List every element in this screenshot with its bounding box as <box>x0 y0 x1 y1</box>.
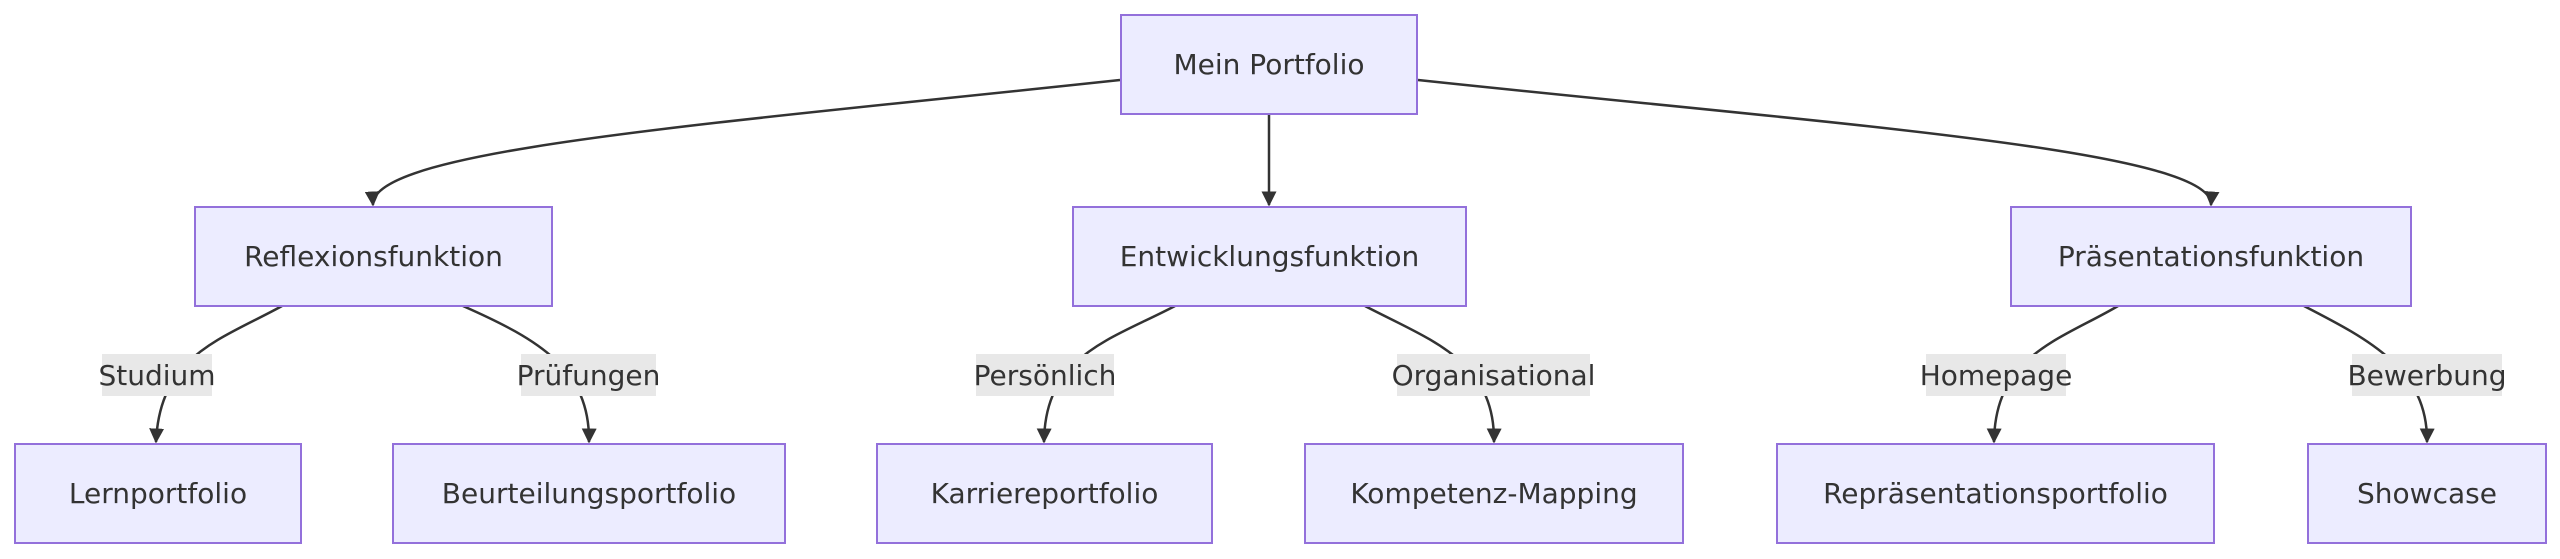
node-entwicklungsfunktion[interactable]: Entwicklungsfunktion <box>1072 206 1467 307</box>
node-lernportfolio[interactable]: Lernportfolio <box>14 443 302 544</box>
edge-root-reflexion <box>364 78 1121 207</box>
node-label: Showcase <box>2357 477 2497 510</box>
node-label: Reflexionsfunktion <box>244 240 503 273</box>
node-mein-portfolio[interactable]: Mein Portfolio <box>1120 14 1418 115</box>
node-label: Repräsentationsportfolio <box>1823 477 2168 510</box>
edge-label-organisational: Organisational <box>1392 354 1595 396</box>
node-label: Lernportfolio <box>68 477 248 510</box>
node-label: Entwicklungsfunktion <box>1119 240 1420 273</box>
edge-label-homepage: Homepage <box>1920 354 2072 396</box>
node-showcase[interactable]: Showcase <box>2307 443 2547 544</box>
node-label: Beurteilungsportfolio <box>441 477 737 510</box>
node-karriereportfolio[interactable]: Karriereportfolio <box>876 443 1213 544</box>
node-label: Karriereportfolio <box>930 477 1159 510</box>
node-beurteilungsportfolio[interactable]: Beurteilungsportfolio <box>392 443 786 544</box>
node-label: Kompetenz-Mapping <box>1350 477 1638 510</box>
node-reflexionsfunktion[interactable]: Reflexionsfunktion <box>194 206 553 307</box>
node-kompetenz-mapping[interactable]: Kompetenz-Mapping <box>1304 443 1684 544</box>
node-repraesentationsportfolio[interactable]: Repräsentationsportfolio <box>1776 443 2215 544</box>
edge-label-persoenlich: Persönlich <box>974 354 1116 396</box>
node-label: Mein Portfolio <box>1173 48 1365 81</box>
edge-root-praesentation <box>1417 78 2220 207</box>
node-label: Präsentationsfunktion <box>2057 240 2365 273</box>
node-praesentationsfunktion[interactable]: Präsentationsfunktion <box>2010 206 2412 307</box>
edge-label-studium: Studium <box>98 354 216 396</box>
edge-label-bewerbung: Bewerbung <box>2347 354 2507 396</box>
edge-label-pruefungen: Prüfungen <box>517 354 660 396</box>
